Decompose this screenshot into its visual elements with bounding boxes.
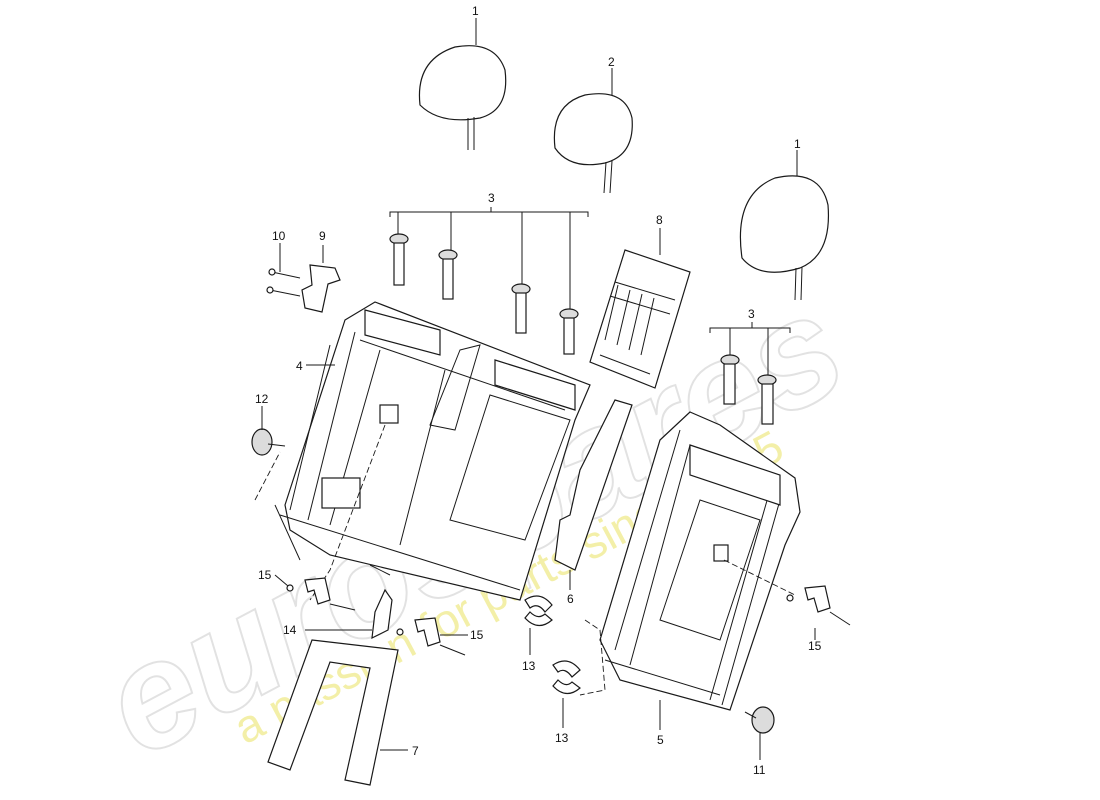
callout-3-top: 3 — [488, 191, 495, 205]
bracket — [301, 264, 341, 313]
latch-left — [286, 577, 356, 611]
callout-13-lower: 13 — [555, 731, 569, 745]
latch-right — [786, 585, 851, 626]
headrest-middle — [553, 93, 633, 194]
callout-14: 14 — [283, 623, 297, 637]
cap-left — [251, 428, 286, 456]
callout-2: 2 — [608, 55, 615, 69]
frame-bow — [267, 639, 399, 786]
callout-8: 8 — [656, 213, 663, 227]
callout-5: 5 — [657, 733, 664, 747]
callout-3-right: 3 — [748, 307, 755, 321]
backrest-frame-right — [599, 411, 801, 711]
backrest-frame-left — [274, 301, 591, 601]
latch-middle — [396, 617, 466, 656]
callout-12: 12 — [255, 392, 269, 406]
callout-6: 6 — [567, 592, 574, 606]
callout-10: 10 — [272, 229, 286, 243]
leader-lines — [261, 18, 816, 760]
guide-sleeves-right — [720, 354, 777, 425]
callout-7: 7 — [412, 744, 419, 758]
callout-15-middle: 15 — [470, 628, 484, 642]
trim-strip — [554, 399, 633, 571]
callout-1-right: 1 — [794, 137, 801, 151]
headrest-left — [418, 45, 507, 150]
guide-sleeve-bracket-right — [709, 322, 791, 375]
callout-labels: 1 2 1 3 3 4 5 6 7 8 9 10 11 12 13 13 14 … — [255, 4, 822, 777]
callout-13-upper: 13 — [522, 659, 536, 673]
guide-sleeves-left — [389, 233, 579, 355]
cap-right — [744, 706, 775, 734]
callout-11: 11 — [753, 763, 766, 777]
callout-9: 9 — [319, 229, 326, 243]
callout-4: 4 — [296, 359, 303, 373]
cover — [371, 588, 393, 640]
screw — [266, 268, 301, 297]
callout-15-right: 15 — [808, 639, 822, 653]
bushing-lower — [552, 660, 581, 695]
headrest-right — [739, 175, 830, 301]
callout-15-left: 15 — [258, 568, 272, 582]
guide-sleeve-bracket-top — [389, 207, 589, 310]
armrest-insert — [589, 249, 691, 389]
callout-1-left: 1 — [472, 4, 479, 18]
bushing-upper — [524, 595, 553, 627]
